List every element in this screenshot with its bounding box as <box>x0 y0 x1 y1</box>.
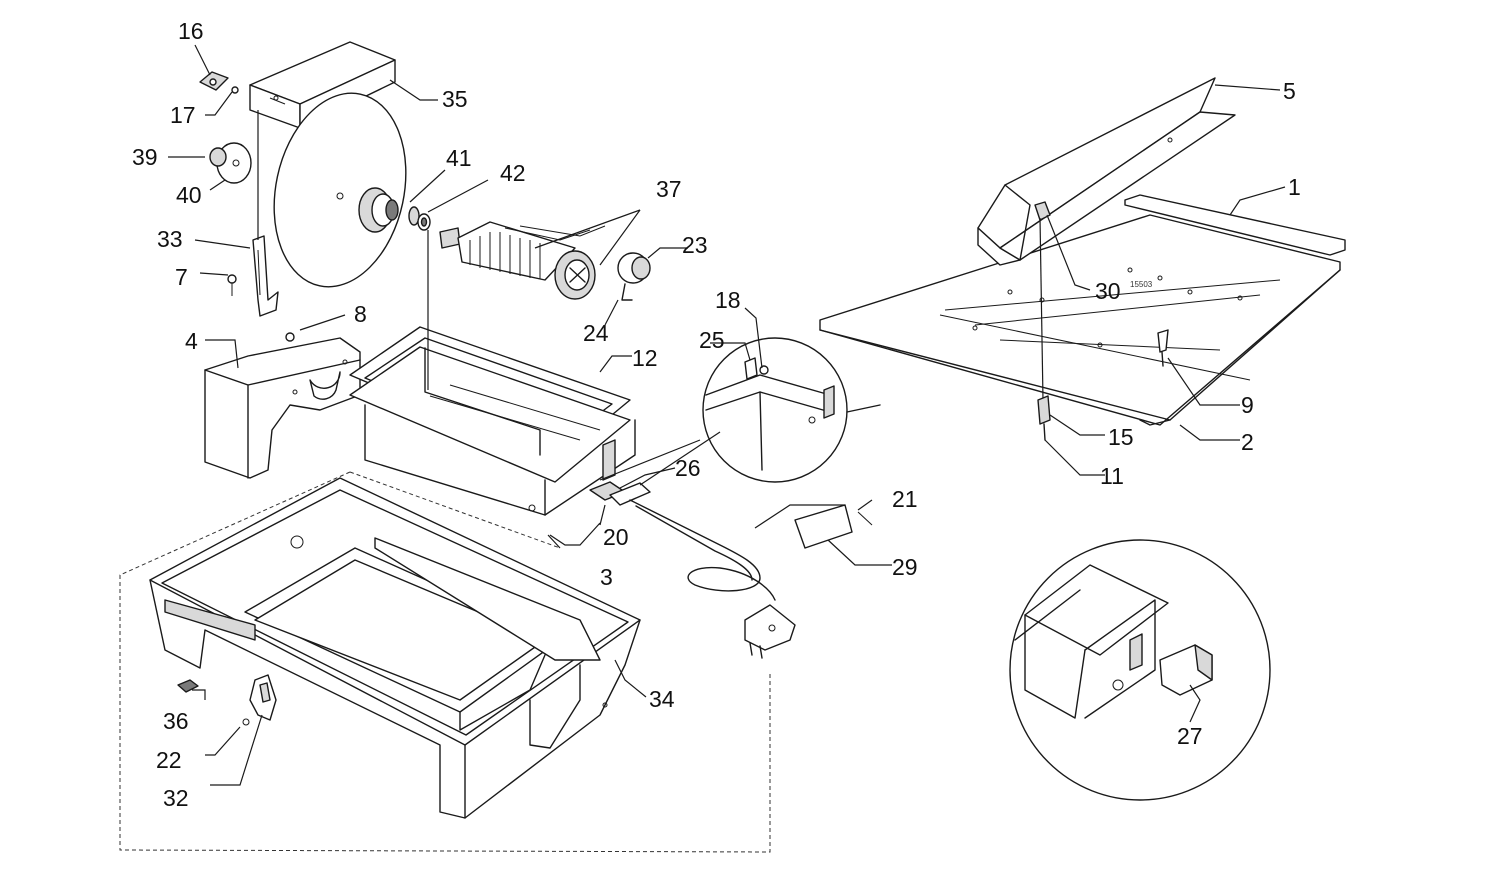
label-41: 41 <box>446 145 472 171</box>
switch <box>617 252 651 301</box>
label-3: 3 <box>600 564 613 590</box>
arbor-flange <box>358 187 399 233</box>
sliding-table: 15503 <box>819 77 1346 441</box>
label-2: 2 <box>1241 429 1254 455</box>
side-mount-bracket <box>204 337 361 479</box>
washers <box>408 206 431 231</box>
label-22: 22 <box>156 747 182 773</box>
motor <box>439 221 606 300</box>
stamp-code: 15503 <box>1130 280 1153 289</box>
knob-16 <box>199 71 239 94</box>
label-16: 16 <box>178 18 204 44</box>
label-40: 40 <box>176 182 202 208</box>
label-27: 27 <box>1177 723 1203 749</box>
label-18: 18 <box>715 287 741 313</box>
guard-arm <box>227 110 295 342</box>
label-29: 29 <box>892 554 918 580</box>
label-33: 33 <box>157 226 183 252</box>
label-15: 15 <box>1108 424 1134 450</box>
label-32: 32 <box>163 785 189 811</box>
label-20: 20 <box>603 524 629 550</box>
label-21: 21 <box>892 486 918 512</box>
flange-nut <box>209 142 252 184</box>
water-tray <box>149 477 641 819</box>
label-4: 4 <box>185 328 198 354</box>
label-17: 17 <box>170 102 196 128</box>
label-26: 26 <box>675 455 701 481</box>
label-39: 39 <box>132 144 158 170</box>
label-7: 7 <box>175 264 188 290</box>
power-cord <box>589 481 796 659</box>
label-37: 37 <box>656 176 682 202</box>
label-23: 23 <box>682 232 708 258</box>
pump-frame <box>349 326 636 516</box>
label-34: 34 <box>649 686 675 712</box>
label-plate <box>794 504 873 549</box>
label-8: 8 <box>354 301 367 327</box>
part-labels: 16 17 35 39 40 41 42 37 33 23 7 24 8 4 1… <box>132 18 1301 811</box>
dashed-enclosure <box>119 471 771 853</box>
detail-circle-upper <box>599 337 881 486</box>
label-24: 24 <box>583 320 609 346</box>
latch <box>177 674 277 726</box>
detail-circle-lower <box>1009 539 1271 801</box>
label-42: 42 <box>500 160 526 186</box>
label-36: 36 <box>163 708 189 734</box>
label-35: 35 <box>442 86 468 112</box>
leader-lines <box>168 44 1286 786</box>
label-12: 12 <box>632 345 658 371</box>
label-5: 5 <box>1283 78 1296 104</box>
label-11: 11 <box>1100 463 1124 489</box>
label-1: 1 <box>1288 174 1301 200</box>
label-30: 30 <box>1095 278 1121 304</box>
label-9: 9 <box>1241 392 1254 418</box>
diamond-blade <box>273 92 407 288</box>
label-25: 25 <box>699 327 725 353</box>
